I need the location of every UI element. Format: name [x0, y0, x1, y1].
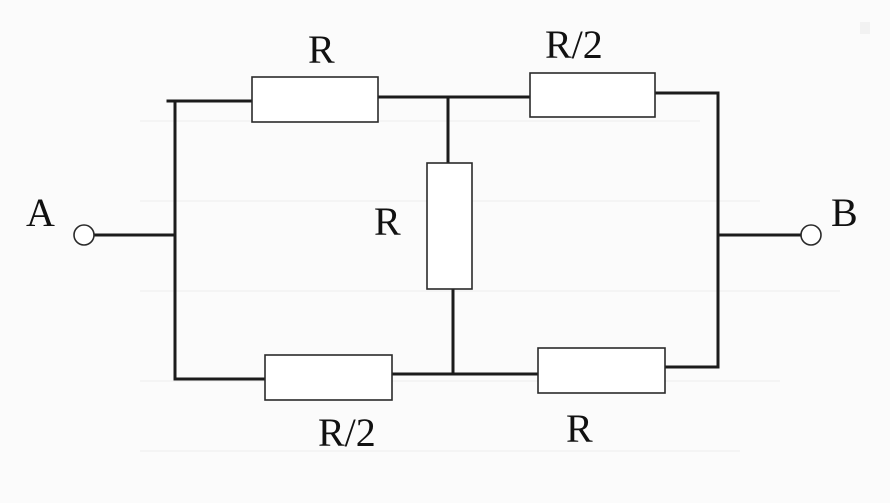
terminal-a [73, 224, 95, 246]
resistor-bottom-left [264, 354, 393, 401]
resistor-bottom-right [537, 347, 666, 394]
labels: A B R R/2 R R/2 R [26, 22, 858, 455]
wires [93, 91, 802, 381]
resistor-bottom-left-label: R/2 [318, 410, 376, 455]
resistor-middle [426, 162, 473, 290]
resistor-top-left-label: R [308, 27, 335, 72]
resistor-bottom-right-label: R [566, 406, 593, 451]
terminal-a-label: A [26, 190, 55, 235]
resistor-top-right [529, 72, 656, 118]
resistor-top-right-label: R/2 [545, 22, 603, 67]
resistors [251, 72, 666, 401]
terminal-b-label: B [831, 190, 858, 235]
terminals [73, 224, 822, 246]
resistor-top-left [251, 76, 379, 123]
background-bleed [140, 22, 870, 452]
resistor-middle-label: R [374, 199, 401, 244]
terminal-b [800, 224, 822, 246]
